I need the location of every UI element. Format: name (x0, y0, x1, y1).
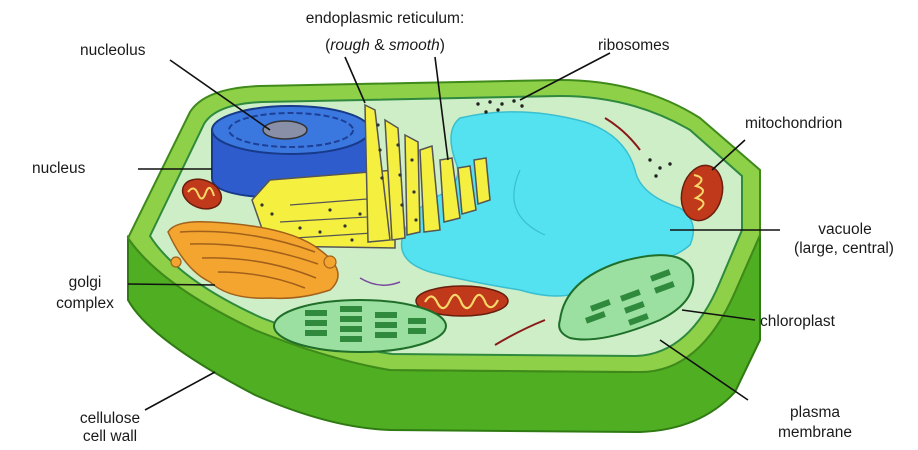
cellulose-label-line2: cell wall (60, 428, 160, 446)
er-rough-label: rough (330, 37, 370, 54)
vacuole-label-line2: (large, central) (770, 240, 918, 258)
chloroplast-label: chloroplast (760, 313, 835, 331)
cellulose-label-line1: cellulose (60, 410, 160, 428)
golgi-pointer (128, 284, 215, 285)
plasma-label-line2: membrane (765, 424, 865, 442)
er-title-label: endoplasmic reticulum: (265, 10, 505, 28)
cellulose-pointer (145, 372, 215, 410)
golgi-label-line1: golgi (40, 274, 130, 292)
plasma-label-line1: plasma (765, 404, 865, 422)
chloroplast-left-shape (274, 300, 446, 352)
vacuole-label-line1: vacuole (770, 221, 918, 239)
er-smooth-label: smooth (389, 37, 440, 54)
nucleolus-label: nucleolus (80, 42, 146, 60)
golgi-label-line2: complex (40, 295, 130, 313)
nucleus-label: nucleus (32, 160, 85, 178)
er-subtitle-label: (rough & smooth) (285, 37, 485, 55)
ribosomes-label: ribosomes (598, 37, 670, 55)
mitochondrion-label: mitochondrion (745, 115, 842, 133)
